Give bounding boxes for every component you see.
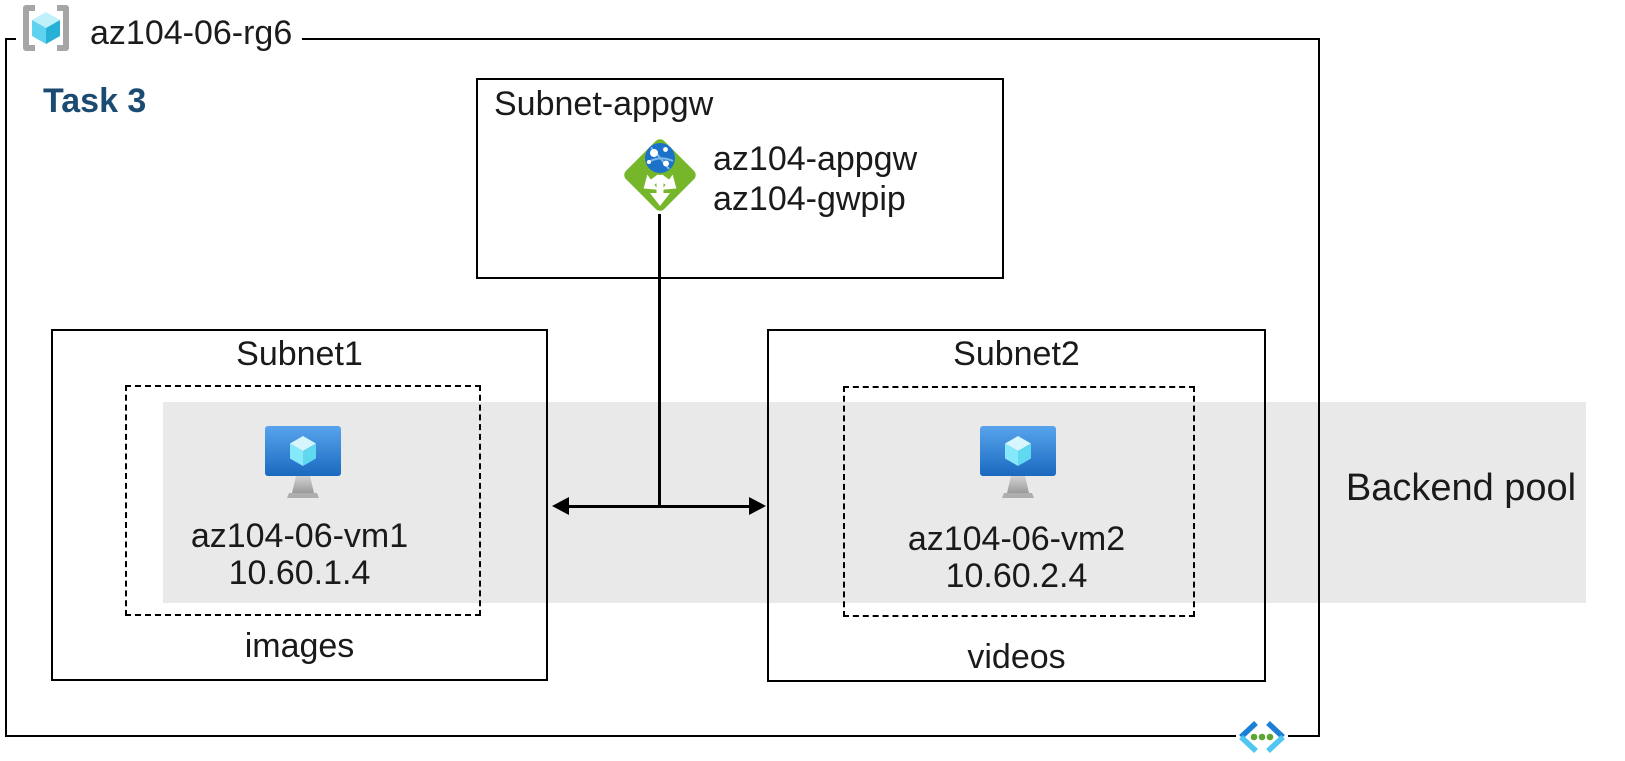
globe bbox=[645, 143, 675, 173]
subnet2-caption: videos bbox=[967, 638, 1066, 676]
vm1-name: az104-06-vm1 bbox=[190, 517, 409, 555]
resource-group-box bbox=[5, 38, 1320, 737]
subnet1-label: Subnet1 bbox=[236, 335, 363, 373]
arrowhead-right-icon bbox=[749, 497, 766, 515]
subnet-appgw-label: Subnet-appgw bbox=[494, 85, 714, 123]
subnet2-box bbox=[767, 329, 1266, 682]
connector-subnets-horizontal bbox=[564, 505, 760, 508]
gateway-arrows bbox=[643, 174, 677, 206]
arrowhead-left-icon bbox=[552, 497, 569, 515]
vm1-ip: 10.60.1.4 bbox=[228, 554, 371, 592]
subnet2-backend-zone bbox=[843, 386, 1195, 617]
subnet1-backend-zone bbox=[125, 385, 481, 616]
resource-group-title: az104-06-rg6 bbox=[90, 14, 293, 52]
vm2-name: az104-06-vm2 bbox=[907, 520, 1126, 558]
appgw-public-ip-name: az104-gwpip bbox=[713, 180, 906, 218]
virtual-machine-icon-vm2 bbox=[980, 426, 1056, 498]
resource-group-border-gap bbox=[16, 33, 302, 47]
appgw-name: az104-appgw bbox=[713, 140, 918, 178]
subnet1-box bbox=[51, 329, 548, 681]
application-gateway-icon bbox=[624, 139, 696, 211]
resource-group-icon bbox=[23, 5, 69, 51]
task-label: Task 3 bbox=[43, 82, 147, 120]
subnet2-label: Subnet2 bbox=[953, 335, 1080, 373]
vm2-ip: 10.60.2.4 bbox=[945, 557, 1088, 595]
backend-pool-label: Backend pool bbox=[1345, 467, 1577, 509]
backend-pool-band bbox=[163, 402, 1586, 603]
virtual-machine-icon-vm1 bbox=[265, 426, 341, 498]
code-icon bbox=[1236, 720, 1288, 754]
connector-appgw-vertical bbox=[658, 214, 661, 507]
subnet-appgw-box bbox=[476, 78, 1004, 279]
subnet1-caption: images bbox=[244, 627, 355, 665]
